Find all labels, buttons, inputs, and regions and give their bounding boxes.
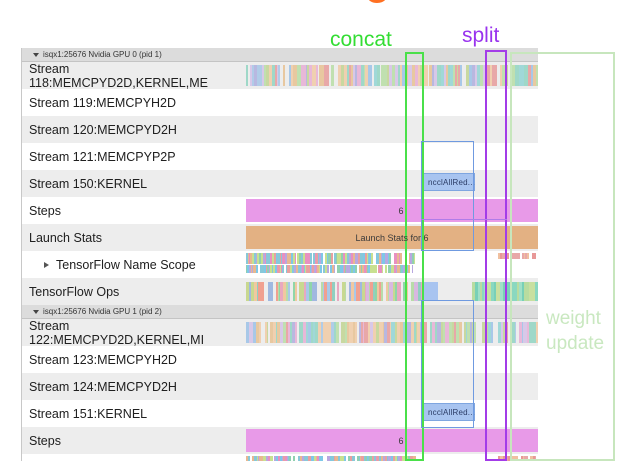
track-timeline[interactable]: ncclAllRed... bbox=[246, 170, 538, 197]
nccl-allreduce-label: ncclAllRed... bbox=[428, 407, 476, 417]
track-row-label-text: Steps bbox=[29, 203, 61, 218]
group-header[interactable]: isqx1:25676 Nvidia GPU 0 (pid 1) bbox=[22, 48, 538, 62]
step-bar[interactable] bbox=[246, 199, 538, 222]
track-row[interactable]: Stream 123:MEMCPYH2D bbox=[22, 346, 538, 373]
track-row[interactable]: TensorFlow Ops bbox=[22, 278, 538, 305]
nccl-allreduce-block[interactable]: ncclAllRed... bbox=[422, 403, 475, 421]
chevron-down-icon[interactable] bbox=[33, 52, 39, 57]
track-row-label: Stream 122:MEMCPYD2D,KERNEL,MI bbox=[22, 318, 246, 347]
track-row[interactable]: Stream 151:KERNEL ncclAllRed... bbox=[22, 400, 538, 427]
track-row-label-text: Stream 120:MEMCPYD2H bbox=[29, 122, 177, 137]
timeline-bars bbox=[512, 322, 538, 343]
track-row[interactable]: Stream 120:MEMCPYD2H bbox=[22, 116, 538, 143]
track-row[interactable]: Stream 119:MEMCPYH2D bbox=[22, 89, 538, 116]
launch-stats-bar[interactable] bbox=[246, 226, 538, 249]
timeline-bars bbox=[512, 65, 538, 86]
track-row-label: Stream 124:MEMCPYD2H bbox=[22, 373, 246, 400]
track-row[interactable]: TensorFlow Name Scope bbox=[22, 251, 538, 278]
track-row[interactable]: Steps 6 bbox=[22, 427, 538, 454]
group-header[interactable]: isqx1:25676 Nvidia GPU 1 (pid 2) bbox=[22, 305, 538, 319]
track-row-label-text: TensorFlow Ops bbox=[29, 284, 120, 299]
track-timeline[interactable]: ncclAllRed... bbox=[246, 400, 538, 427]
track-row-label-text: TensorFlow Name Scope bbox=[56, 257, 196, 272]
timeline-bars bbox=[246, 322, 509, 343]
track-row-label-text: Stream 123:MEMCPYH2D bbox=[29, 352, 177, 367]
track-timeline[interactable] bbox=[246, 319, 538, 346]
track-timeline[interactable] bbox=[246, 373, 538, 400]
track-timeline[interactable]: 6 bbox=[246, 197, 538, 224]
timeline-bars bbox=[422, 282, 438, 301]
track-row-label: Stream 123:MEMCPYH2D bbox=[22, 346, 246, 373]
trace-viewer-panel[interactable]: isqx1:25676 Nvidia GPU 0 (pid 1) Stream 1… bbox=[21, 48, 538, 461]
track-row[interactable]: Stream 150:KERNEL ncclAllRed... bbox=[22, 170, 538, 197]
nccl-allreduce-label: ncclAllRed... bbox=[428, 177, 476, 187]
timeline-bars bbox=[246, 456, 416, 461]
track-row-label: TensorFlow Name Scope bbox=[22, 251, 246, 278]
track-row[interactable]: Stream 122:MEMCPYD2D,KERNEL,MI bbox=[22, 318, 538, 347]
track-row-label: TensorFlow Ops bbox=[22, 278, 246, 305]
timeline-bars bbox=[246, 265, 414, 273]
track-row-label-text: Stream 122:MEMCPYD2D,KERNEL,MI bbox=[29, 318, 205, 347]
track-row[interactable]: Launch Stats Launch Stats for 6 bbox=[22, 224, 538, 251]
orange-marker-icon bbox=[368, 0, 386, 3]
step-bar[interactable] bbox=[246, 429, 538, 452]
track-row-label: Launch Stats bbox=[22, 224, 246, 251]
track-row-label-text: Stream 151:KERNEL bbox=[29, 406, 148, 421]
annotation-concat: concat bbox=[330, 28, 392, 51]
track-row[interactable]: Steps 6 bbox=[22, 197, 538, 224]
timeline-bars bbox=[498, 456, 536, 461]
track-timeline[interactable] bbox=[246, 143, 538, 170]
step-bar-label: 6 bbox=[398, 435, 404, 446]
group-header-label: isqx1:25676 Nvidia GPU 0 (pid 1) bbox=[43, 50, 162, 59]
annotation-weight-update-line2: update bbox=[546, 333, 605, 354]
track-timeline[interactable]: Launch Stats for 6 bbox=[246, 224, 538, 251]
chevron-down-icon[interactable] bbox=[33, 309, 39, 314]
track-row-label-text: Stream 118:MEMCPYD2D,KERNEL,ME bbox=[29, 61, 208, 90]
track-row-label-text: Stream 124:MEMCPYD2H bbox=[29, 379, 177, 394]
annotation-split: split bbox=[462, 24, 500, 47]
track-timeline[interactable] bbox=[246, 454, 538, 461]
track-row-label-text: Stream 150:KERNEL bbox=[29, 176, 148, 191]
track-row[interactable]: TensorFlow Name Scope bbox=[22, 454, 538, 461]
chevron-right-icon[interactable] bbox=[44, 261, 49, 268]
track-timeline[interactable] bbox=[246, 116, 538, 143]
track-row-label: Stream 118:MEMCPYD2D,KERNEL,ME bbox=[22, 61, 246, 90]
track-row-label: Stream 121:MEMCPYP2P bbox=[22, 143, 246, 170]
track-row-label-text: Steps bbox=[29, 433, 61, 448]
track-timeline[interactable] bbox=[246, 89, 538, 116]
track-row-label: Steps bbox=[22, 427, 246, 454]
timeline-bars bbox=[246, 253, 416, 264]
track-row[interactable]: Stream 118:MEMCPYD2D,KERNEL,ME bbox=[22, 61, 538, 90]
track-timeline[interactable] bbox=[246, 346, 538, 373]
timeline-bars bbox=[498, 253, 536, 259]
track-row-label: Stream 150:KERNEL bbox=[22, 170, 246, 197]
track-row-label-text: Stream 121:MEMCPYP2P bbox=[29, 149, 176, 164]
timeline-bars bbox=[246, 65, 509, 86]
annotation-weight-update: weight update bbox=[546, 306, 604, 356]
group-header-label: isqx1:25676 Nvidia GPU 1 (pid 2) bbox=[43, 307, 162, 316]
track-row[interactable]: Stream 124:MEMCPYD2H bbox=[22, 373, 538, 400]
track-row-label: Stream 120:MEMCPYD2H bbox=[22, 116, 246, 143]
track-row-label-text: Stream 119:MEMCPYH2D bbox=[29, 95, 177, 110]
timeline-bars bbox=[246, 282, 434, 301]
track-row[interactable]: Stream 121:MEMCPYP2P bbox=[22, 143, 538, 170]
track-timeline[interactable]: 6 bbox=[246, 427, 538, 454]
track-row-label: Steps bbox=[22, 197, 246, 224]
nccl-allreduce-block[interactable]: ncclAllRed... bbox=[422, 173, 475, 191]
launch-stats-bar-label: Launch Stats for 6 bbox=[355, 232, 429, 243]
track-row-label-text: Launch Stats bbox=[29, 230, 102, 245]
annotation-weight-update-line1: weight bbox=[546, 308, 601, 329]
track-timeline[interactable] bbox=[246, 251, 538, 278]
track-timeline[interactable] bbox=[246, 278, 538, 305]
track-row-label: Stream 119:MEMCPYH2D bbox=[22, 89, 246, 116]
track-timeline[interactable] bbox=[246, 62, 538, 89]
timeline-bars bbox=[472, 282, 538, 301]
track-row-label: TensorFlow Name Scope bbox=[22, 454, 246, 461]
step-bar-label: 6 bbox=[398, 205, 404, 216]
track-row-label: Stream 151:KERNEL bbox=[22, 400, 246, 427]
